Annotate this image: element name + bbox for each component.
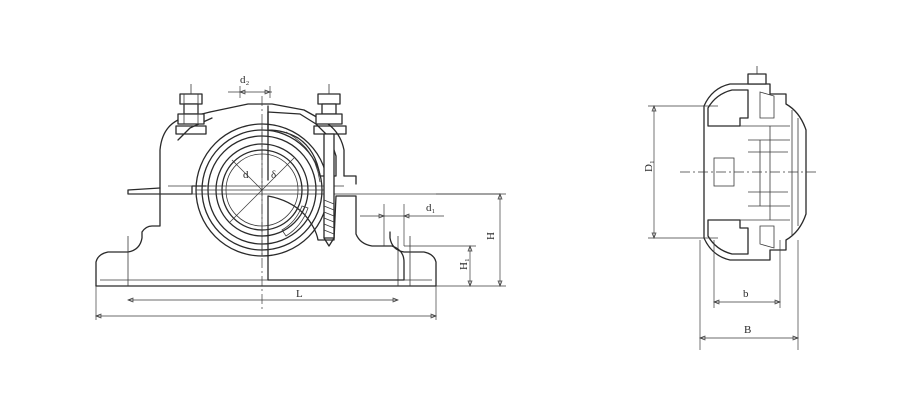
label-D1: D₁ xyxy=(643,160,655,172)
dim-d2: d₂ xyxy=(228,74,272,98)
front-view: d₂ d δ d₁ H₁ H xyxy=(95,74,506,320)
label-b: b xyxy=(743,288,749,300)
dim-b: b xyxy=(713,240,781,308)
label-B: B xyxy=(744,324,751,336)
housing-base xyxy=(95,193,437,287)
cap-section-hatch xyxy=(267,111,337,177)
label-diameter-symbol: δ xyxy=(271,169,276,181)
label-d: d xyxy=(243,169,249,181)
dim-B: B xyxy=(699,240,799,350)
left-cap-bolt xyxy=(175,84,207,135)
label-d2: d₂ xyxy=(240,74,250,86)
label-d1: d₁ xyxy=(426,202,436,214)
dim-d1: d₁ xyxy=(360,202,444,246)
dim-D1: D₁ xyxy=(643,105,718,239)
label-L: L xyxy=(296,288,303,300)
label-H1: H₁ xyxy=(458,258,470,270)
right-cap-bolt xyxy=(313,84,347,247)
dim-L: L xyxy=(95,286,437,320)
dim-H: H xyxy=(436,193,506,287)
base-section-hatch xyxy=(267,195,405,281)
side-view: D₁ b B xyxy=(643,66,816,350)
label-H: H xyxy=(485,232,497,240)
dim-H1: H₁ xyxy=(404,245,476,287)
